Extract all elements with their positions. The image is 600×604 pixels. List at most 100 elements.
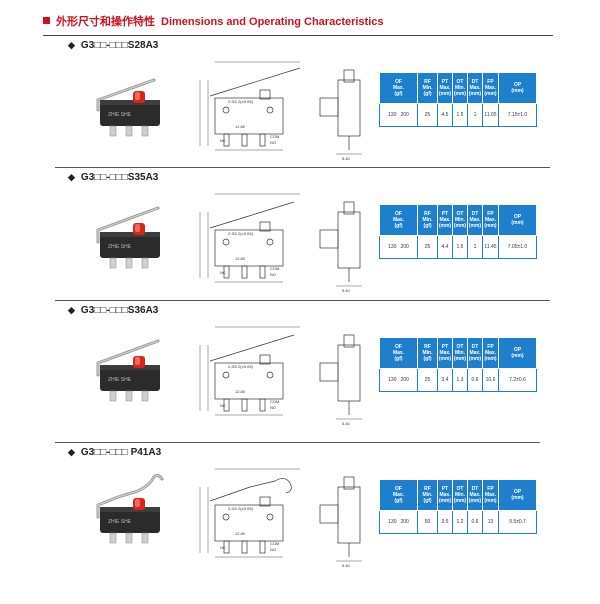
model-title: ◆G3□□-□□□S36A3 bbox=[68, 305, 158, 316]
spec-header-text: Min. bbox=[422, 85, 433, 91]
spec-value: 200 bbox=[400, 244, 409, 250]
spec-header-text: Max. bbox=[469, 492, 481, 498]
spec-header-cell: OP(mm) bbox=[498, 479, 537, 511]
switch-photo: ZHIE SHE bbox=[96, 78, 160, 137]
spec-value-cell: 7.2±0.6 bbox=[498, 368, 537, 392]
spec-header-text: (gf) bbox=[394, 498, 403, 504]
spec-value: 11.65 bbox=[484, 112, 497, 118]
spec-header-text: OT bbox=[456, 486, 464, 492]
spec-header-text: (gf) bbox=[394, 356, 403, 362]
spec-header-text: OF bbox=[395, 344, 402, 350]
spec-value: 4.4 bbox=[441, 244, 449, 250]
spec-header-text: Max. bbox=[469, 217, 481, 223]
spec-header-text: (mm) bbox=[468, 223, 482, 229]
spec-header-text: PT bbox=[441, 211, 449, 217]
spec-header-text: OF bbox=[395, 211, 402, 217]
spec-header-text: DT bbox=[471, 79, 479, 85]
spec-value: 25 bbox=[424, 112, 431, 118]
hole-dimension-label: 2-Φ2.2(±0.05) bbox=[228, 506, 254, 511]
spec-header-text: (mm) bbox=[468, 91, 482, 97]
spec-header-text: Max. bbox=[392, 492, 405, 498]
spec-header-text: PT bbox=[441, 486, 449, 492]
spec-header-text: (mm) bbox=[511, 88, 524, 94]
spec-value: 10.6 bbox=[485, 377, 496, 383]
spec-header-text: Min. bbox=[422, 350, 433, 356]
hole-dimension-label: 2-Φ2.2(±0.05) bbox=[228, 364, 254, 369]
header-title-cn: 外形尺寸和操作特性 bbox=[56, 16, 155, 28]
spec-header-text: Min. bbox=[455, 217, 465, 223]
no-label: NO bbox=[270, 405, 276, 410]
switch-body-label: ZHIE SHE bbox=[108, 244, 132, 250]
spec-value: 200 bbox=[400, 112, 409, 118]
spec-value-cell: 11.45 bbox=[482, 235, 499, 259]
spec-value: 7.2±0.6 bbox=[509, 377, 526, 383]
pitch-label: 12.80 bbox=[235, 256, 246, 261]
spec-value: 200 bbox=[400, 519, 409, 525]
spec-header-text: (gf) bbox=[394, 91, 403, 97]
model-name: G3□□-□□□S36A3 bbox=[80, 305, 159, 316]
model-name: G3□□-□□□ P41A3 bbox=[80, 447, 162, 458]
spec-header-text: (mm) bbox=[484, 91, 497, 97]
spec-value: 1.5 bbox=[456, 112, 464, 118]
spec-header-text: (mm) bbox=[484, 498, 497, 504]
spec-header-text: OP bbox=[513, 347, 522, 353]
spec-header-text: RF bbox=[424, 211, 431, 217]
spec-value: 130 bbox=[388, 244, 397, 250]
section-divider bbox=[55, 300, 550, 301]
diamond-bullet-icon: ◆ bbox=[68, 447, 75, 457]
section-divider bbox=[55, 167, 550, 168]
spec-value: 1.3 bbox=[456, 377, 464, 383]
spec-value-cell: 0.6 bbox=[467, 368, 483, 392]
pitch-label: 12.80 bbox=[235, 124, 246, 129]
spec-value-cell: 3.5 bbox=[437, 510, 453, 534]
spec-header-text: DT bbox=[471, 486, 479, 492]
nc-label: NC bbox=[220, 270, 226, 275]
spec-header-text: OT bbox=[456, 79, 464, 85]
spec-header-text: Min. bbox=[455, 85, 465, 91]
spec-value: 50 bbox=[424, 519, 431, 525]
spec-value-cell: 25 bbox=[417, 103, 438, 127]
spec-header-text: DT bbox=[471, 344, 479, 350]
spec-value: 1 bbox=[473, 112, 477, 118]
spec-header-text: Max. bbox=[484, 217, 497, 223]
model-title: ◆ G3□□-□□□ P41A3 bbox=[68, 447, 161, 458]
spec-value: 13 bbox=[487, 519, 494, 525]
spec-header-text: OF bbox=[395, 79, 402, 85]
spec-value-cell: 9.5±0.7 bbox=[498, 510, 537, 534]
spec-header-text: Max. bbox=[392, 350, 405, 356]
spec-header-text: (mm) bbox=[438, 356, 452, 362]
com-label: COM bbox=[270, 266, 279, 271]
com-label: COM bbox=[270, 541, 279, 546]
no-label: NO bbox=[270, 272, 276, 277]
spec-header-text: Max. bbox=[484, 350, 497, 356]
spec-header-text: RF bbox=[424, 344, 431, 350]
spec-header-text: PT bbox=[441, 79, 449, 85]
spec-value: 130 bbox=[388, 519, 397, 525]
spec-value-cell: 7.15±1.0 bbox=[498, 103, 537, 127]
width-label: 5.40 bbox=[342, 288, 351, 292]
spec-value-cell: 4.4 bbox=[437, 235, 453, 259]
spec-value: 7.05±1.0 bbox=[507, 244, 528, 250]
spec-header-text: (gf) bbox=[423, 223, 432, 229]
